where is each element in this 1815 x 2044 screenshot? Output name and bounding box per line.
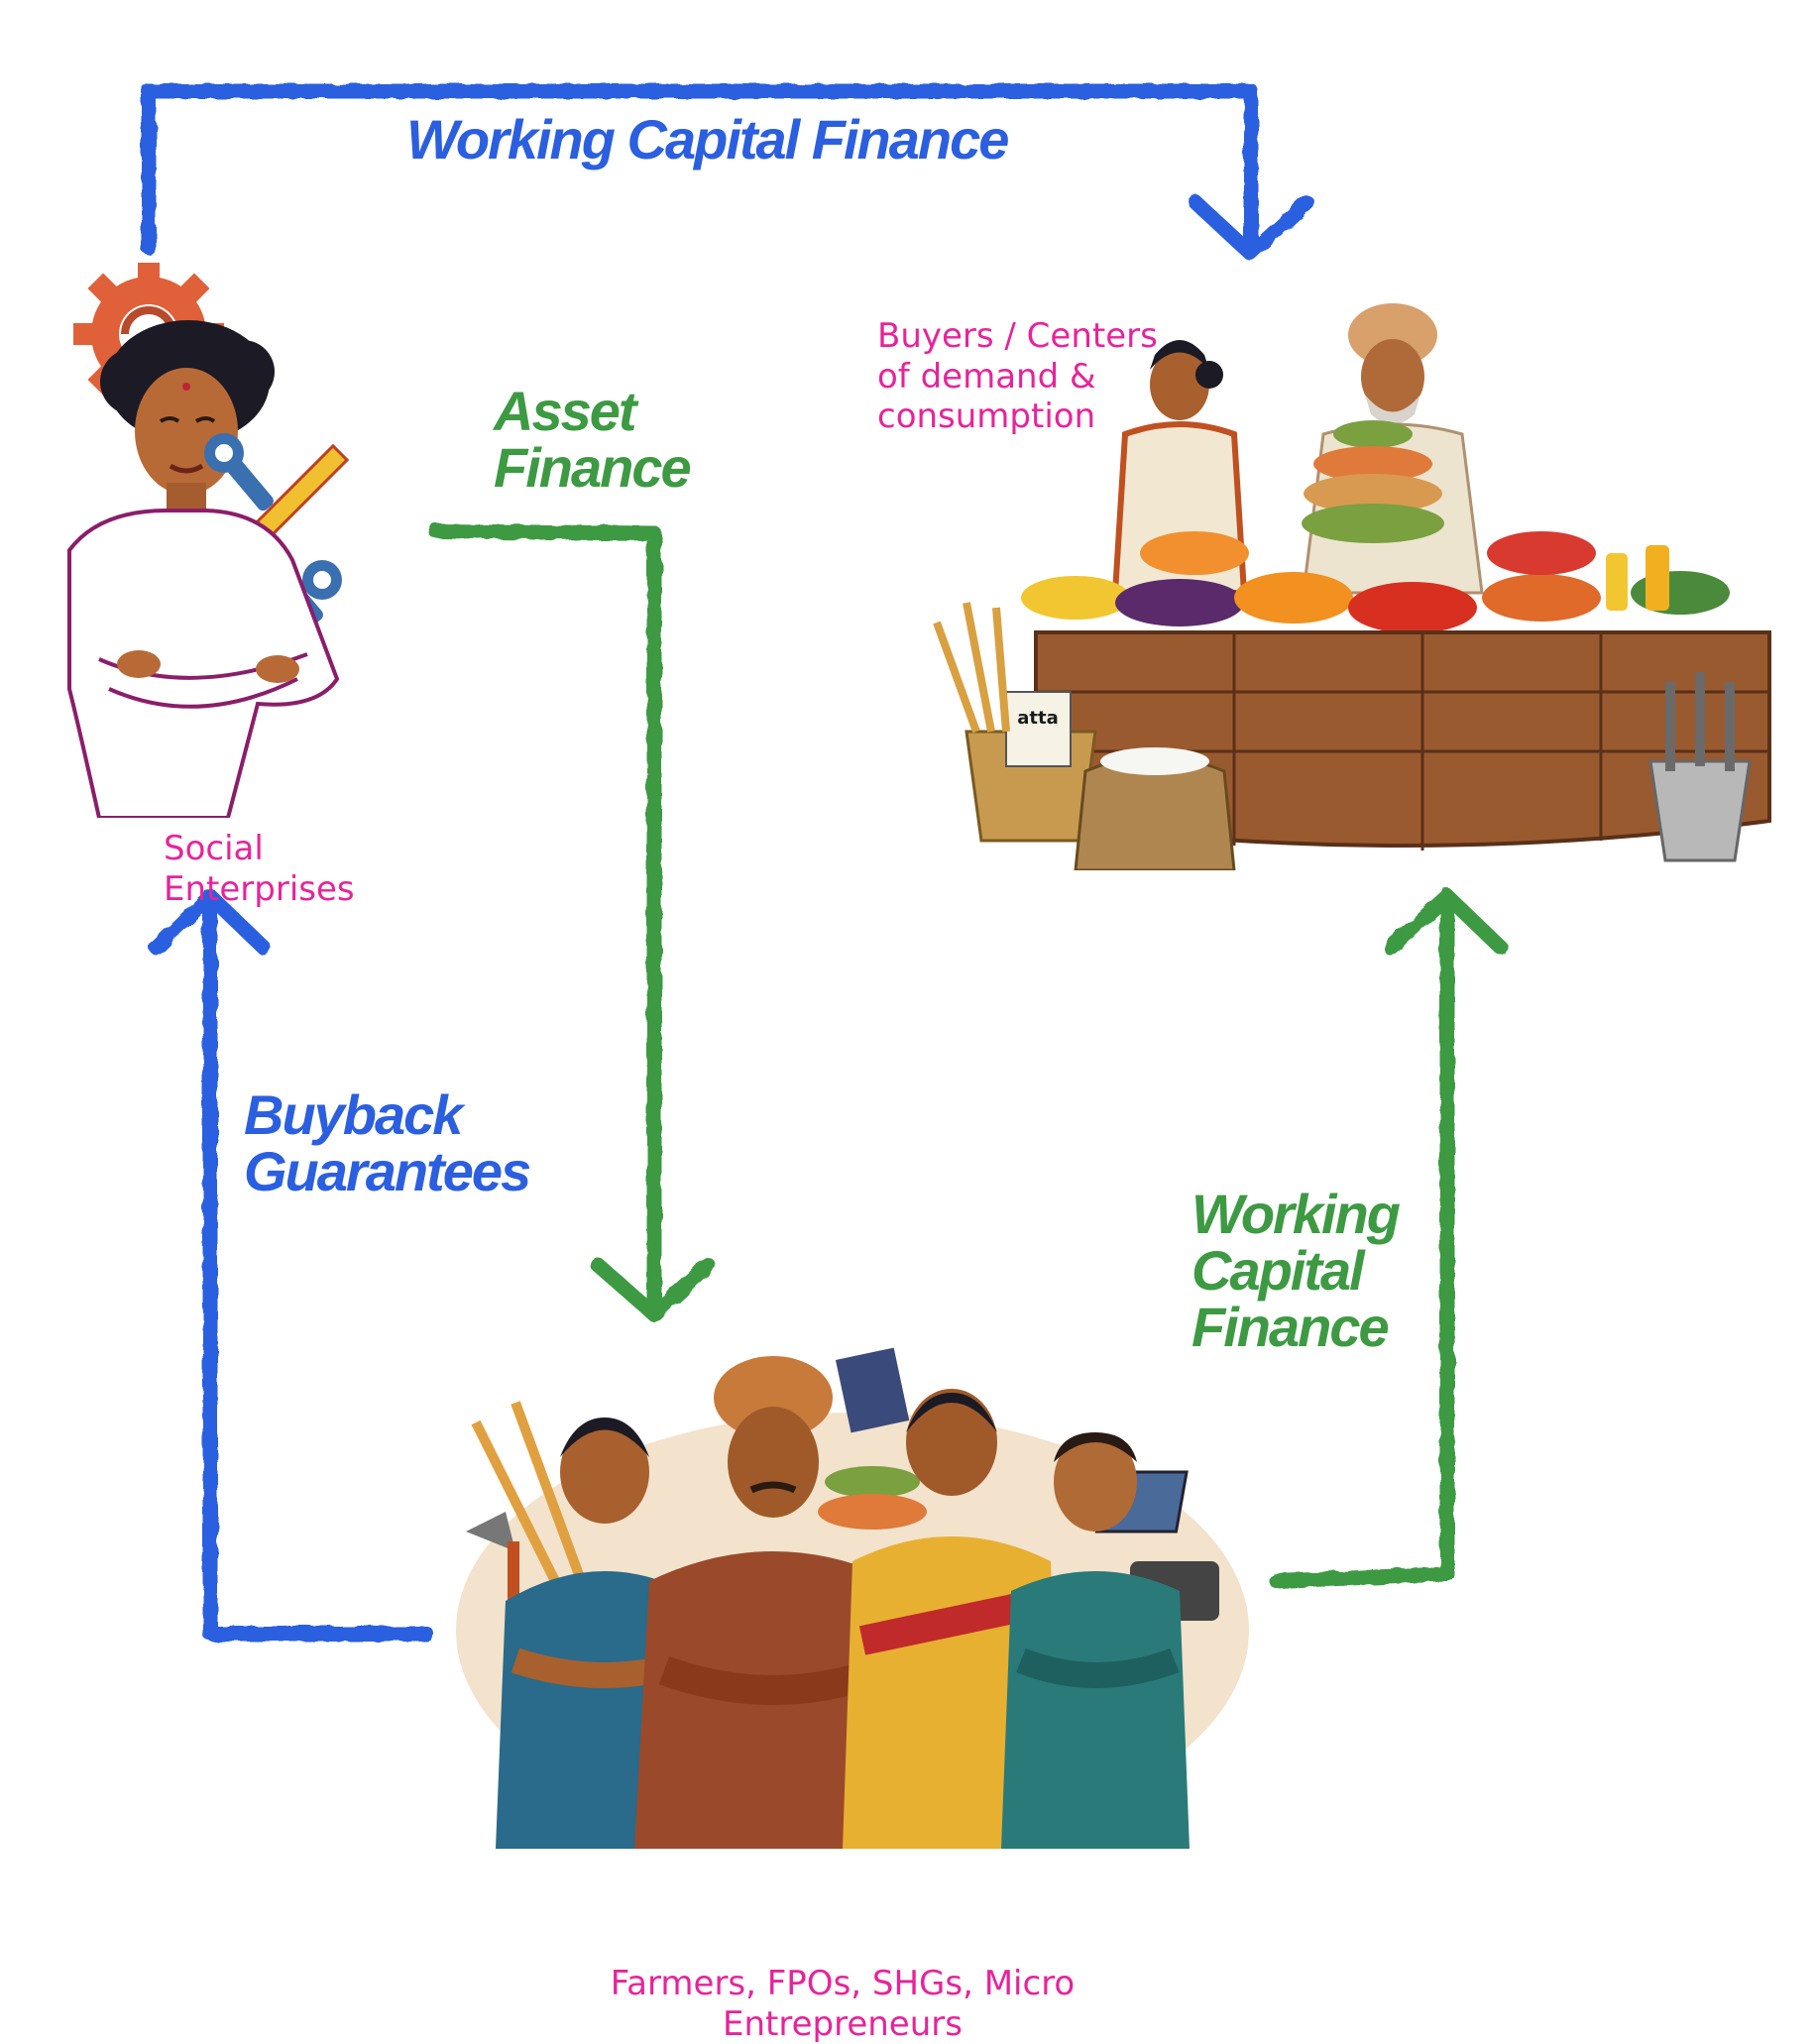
asset-finance-label: Asset Finance xyxy=(494,383,690,496)
wc-right-line1: Working xyxy=(1191,1186,1399,1242)
working-capital-top-label: Working Capital Finance xyxy=(406,111,1007,168)
wheat-bundle xyxy=(937,603,1006,732)
farmers-group-illustration xyxy=(436,1343,1259,1849)
social-enterprise-illustration xyxy=(40,263,416,818)
farmers-text: Farmers, FPOs, SHGs, Micro Entrepreneurs xyxy=(611,1964,1075,2044)
buyback-line2: Guarantees xyxy=(244,1143,529,1199)
social-enterprises-label: Social Enterprises xyxy=(164,788,355,909)
farmers-label: Farmers, FPOs, SHGs, Micro Entrepreneurs xyxy=(555,1923,1130,2044)
asset-finance-line2: Finance xyxy=(494,439,690,496)
wc-right-line2: Capital xyxy=(1191,1242,1399,1299)
asset-finance-line1: Asset xyxy=(494,383,690,439)
market-stall-illustration: atta xyxy=(907,266,1779,870)
rice-sack xyxy=(1076,747,1234,870)
buyback-line1: Buyback xyxy=(244,1086,529,1143)
working-capital-top-text: Working Capital Finance xyxy=(406,108,1007,170)
buyback-guarantees-arrow xyxy=(157,896,426,1634)
tool-bucket xyxy=(1650,672,1750,860)
atta-sign: atta xyxy=(1017,708,1059,729)
working-capital-right-label: Working Capital Finance xyxy=(1191,1186,1399,1355)
social-enterprises-text: Social Enterprises xyxy=(164,829,355,909)
buyback-guarantees-label: Buyback Guarantees xyxy=(244,1086,529,1199)
